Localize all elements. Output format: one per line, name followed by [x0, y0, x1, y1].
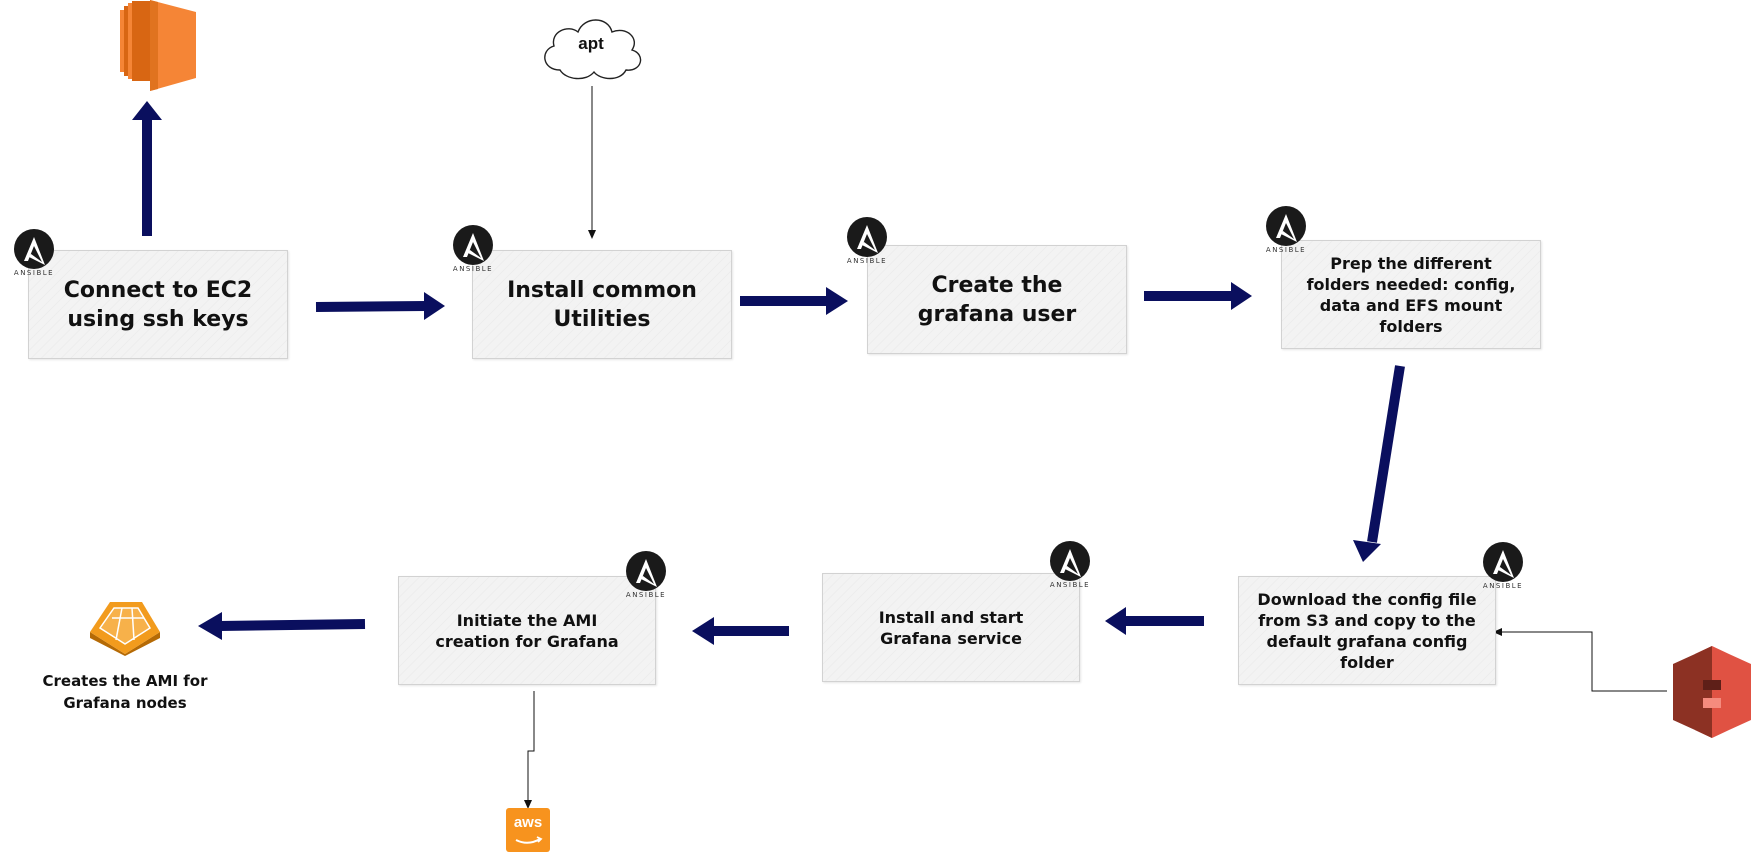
step-initiate-ami-label: Initiate the AMI creation for Grafana — [435, 610, 619, 651]
apt-cloud-icon — [544, 19, 642, 80]
aws-logo-icon — [506, 808, 550, 852]
arrow-connect-to-install — [315, 292, 445, 320]
step-install-start-grafana[interactable]: Install and start Grafana service — [822, 573, 1080, 682]
step-download-config-label: Download the config file from S3 and cop… — [1257, 589, 1477, 672]
arrow-prep-to-download — [1353, 365, 1405, 562]
ansible-word: ANSIBLE — [846, 257, 888, 265]
ansible-word: ANSIBLE — [13, 269, 55, 277]
ansible-logo-icon: ANSIBLE — [9, 228, 59, 282]
ansible-logo-icon: ANSIBLE — [1478, 541, 1528, 595]
ansible-logo-icon: ANSIBLE — [842, 216, 892, 270]
step-create-grafana-user-label: Create the grafana user — [917, 272, 1077, 327]
step-prep-folders-label: Prep the different folders needed: confi… — [1306, 253, 1516, 336]
ec2-instance-icon — [120, 0, 196, 91]
ami-icon — [90, 602, 160, 656]
step-connect-ec2[interactable]: Connect to EC2 using ssh keys — [28, 250, 288, 359]
arrow-ami-to-output — [198, 612, 366, 640]
arrow-install-to-create-user — [740, 287, 848, 315]
ansible-word: ANSIBLE — [1482, 582, 1524, 590]
step-install-utilities[interactable]: Install common Utilities — [472, 250, 732, 359]
ansible-logo-icon: ANSIBLE — [621, 550, 671, 604]
arrow-ami-to-aws — [524, 691, 535, 809]
step-install-utilities-label: Install common Utilities — [507, 277, 697, 332]
step-install-start-grafana-label: Install and start Grafana service — [878, 607, 1024, 648]
apt-cloud-label: apt — [578, 34, 604, 53]
step-connect-ec2-label: Connect to EC2 using ssh keys — [63, 277, 253, 332]
ansible-logo-icon: ANSIBLE — [448, 224, 498, 278]
arrow-create-user-to-prep — [1144, 282, 1252, 310]
aws-logo-label: aws — [513, 814, 543, 831]
ansible-logo-icon: ANSIBLE — [1261, 205, 1311, 259]
ansible-word: ANSIBLE — [452, 265, 494, 273]
ami-caption: Creates the AMI for Grafana nodes — [42, 672, 208, 712]
arrow-s3-to-download — [1493, 628, 1667, 692]
step-initiate-ami[interactable]: Initiate the AMI creation for Grafana — [398, 576, 656, 685]
step-download-config[interactable]: Download the config file from S3 and cop… — [1238, 576, 1496, 685]
arrow-connect-to-ec2 — [132, 101, 162, 236]
ansible-word: ANSIBLE — [1049, 581, 1091, 589]
ansible-word: ANSIBLE — [625, 591, 667, 599]
s3-bucket-icon — [1673, 646, 1751, 738]
ansible-word: ANSIBLE — [1265, 246, 1307, 254]
step-prep-folders[interactable]: Prep the different folders needed: confi… — [1281, 240, 1541, 349]
step-create-grafana-user[interactable]: Create the grafana user — [867, 245, 1127, 354]
ansible-logo-icon: ANSIBLE — [1045, 540, 1095, 594]
arrow-install-start-to-ami — [692, 617, 789, 645]
arrow-download-to-install-start — [1105, 607, 1204, 635]
